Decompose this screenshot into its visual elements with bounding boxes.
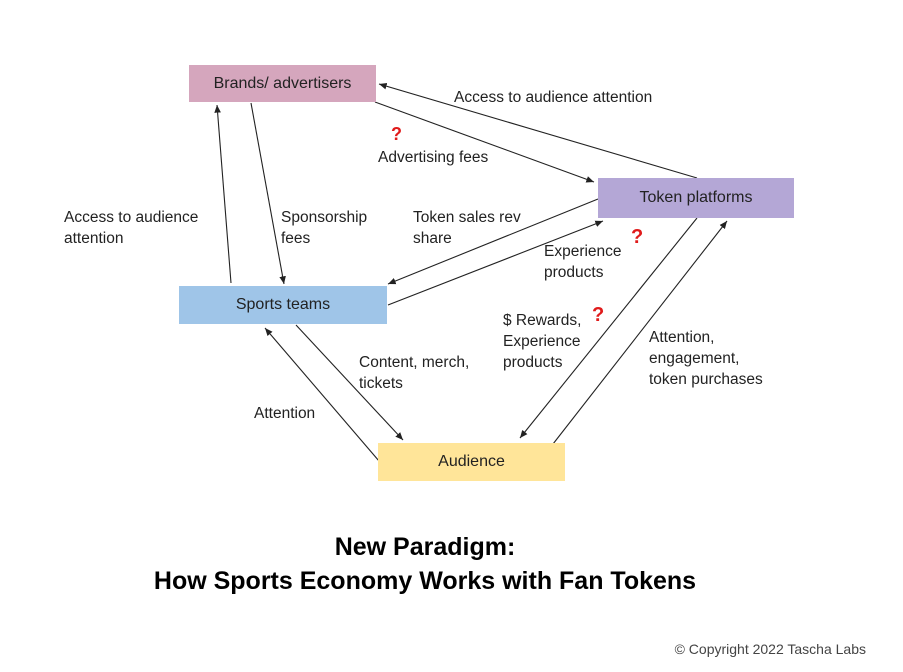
question-mark-experience: ?: [631, 226, 644, 248]
arrow-token-to-sports: [387, 198, 599, 285]
edge-label-brands-to-token: Advertising fees: [378, 149, 489, 166]
edge-label-audience-to-token: Attention, engagement, token purchases: [649, 329, 763, 388]
edge-label-sports-to-brands: Access to audience attention: [64, 209, 199, 247]
edge-label-sports-to-token: Experience products: [544, 243, 622, 281]
edge-label-token-to-audience: $ Rewards, Experience products: [503, 312, 582, 371]
edge-label-token-to-sports: Token sales rev share: [413, 209, 521, 247]
edge-label-sports-to-audience: Content, merch, tickets: [359, 354, 470, 392]
node-label: Brands/ advertisers: [213, 74, 352, 92]
arrow-sports-to-audience: [295, 324, 404, 441]
copyright: © Copyright 2022 Tascha Labs: [674, 641, 866, 657]
node-label: Sports teams: [235, 296, 331, 313]
edge-label-audience-to-sports: Attention: [254, 405, 316, 422]
arrow-audience-to-token: [552, 220, 728, 445]
arrow-token-to-brands: [378, 83, 698, 179]
arrow-sports-to-token: [387, 220, 604, 306]
arrow-brands-to-sports: [250, 102, 286, 285]
node-audience: Audience: [378, 443, 565, 481]
diagram-title-line1: New Paradigm:: [334, 533, 516, 561]
edge-label-brands-to-sports: Sponsorship fees: [281, 209, 368, 247]
diagram-title-line2: How Sports Economy Works with Fan Tokens: [153, 567, 697, 595]
question-mark-advertising: ?: [391, 124, 402, 144]
arrow-audience-to-sports: [264, 327, 380, 462]
arrow-brands-to-token: [374, 101, 595, 183]
node-token-platforms: Token platforms: [598, 178, 794, 218]
arrow-token-to-audience: [519, 217, 698, 439]
node-label: Token platforms: [639, 189, 753, 206]
edge-label-token-to-brands: Access to audience attention: [454, 89, 653, 106]
node-brands-advertisers: Brands/ advertisers: [189, 65, 376, 102]
arrow-sports-to-brands: [214, 104, 232, 284]
node-label: Audience: [438, 453, 505, 470]
node-sports-teams: Sports teams: [179, 286, 387, 324]
question-mark-rewards: ?: [592, 304, 605, 326]
